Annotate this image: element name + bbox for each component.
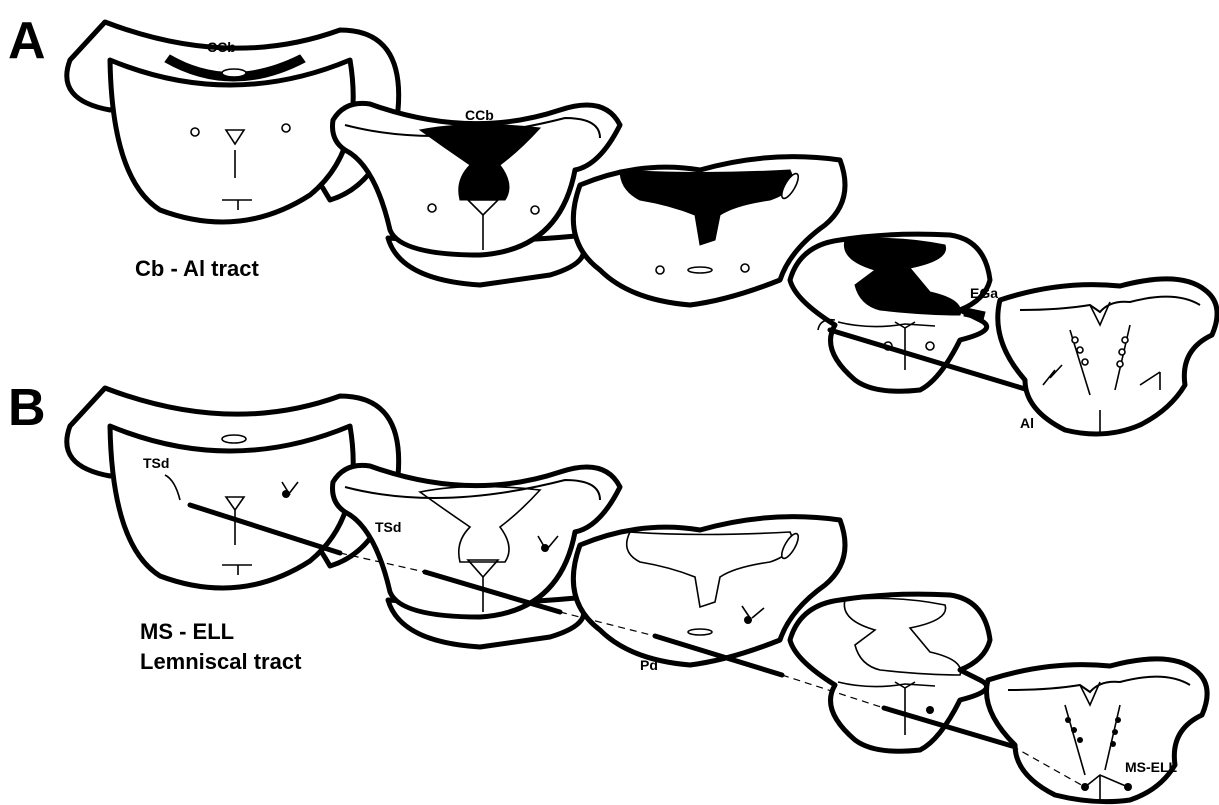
section-b5: MS-ELL — [987, 659, 1208, 802]
panel-b-caption-line1: MS - ELL — [140, 619, 234, 644]
section-a5: Al — [998, 279, 1217, 435]
label-ega: EGa — [970, 285, 998, 301]
label-pd: Pd — [640, 657, 658, 673]
label-tsd-2: TSd — [375, 519, 401, 535]
label-ccb-4: CCb — [885, 237, 914, 253]
label-ccb-2: CCb — [465, 107, 494, 123]
label-al: Al — [1020, 415, 1034, 431]
panel-a-caption: Cb - Al tract — [135, 256, 260, 281]
panel-a: A CCb CCb — [8, 12, 1217, 435]
label-ccb-3: CCb — [686, 169, 715, 185]
panel-b: B TSd TSd — [8, 379, 1207, 802]
label-ccb-1: CCb — [207, 39, 236, 55]
panel-a-letter: A — [8, 12, 46, 70]
panel-b-caption-line2: Lemniscal tract — [140, 649, 302, 674]
label-ms-ell: MS-ELL — [1125, 759, 1178, 775]
section-b4 — [790, 594, 990, 751]
label-tsd-1: TSd — [143, 455, 169, 471]
panel-b-letter: B — [8, 379, 46, 437]
